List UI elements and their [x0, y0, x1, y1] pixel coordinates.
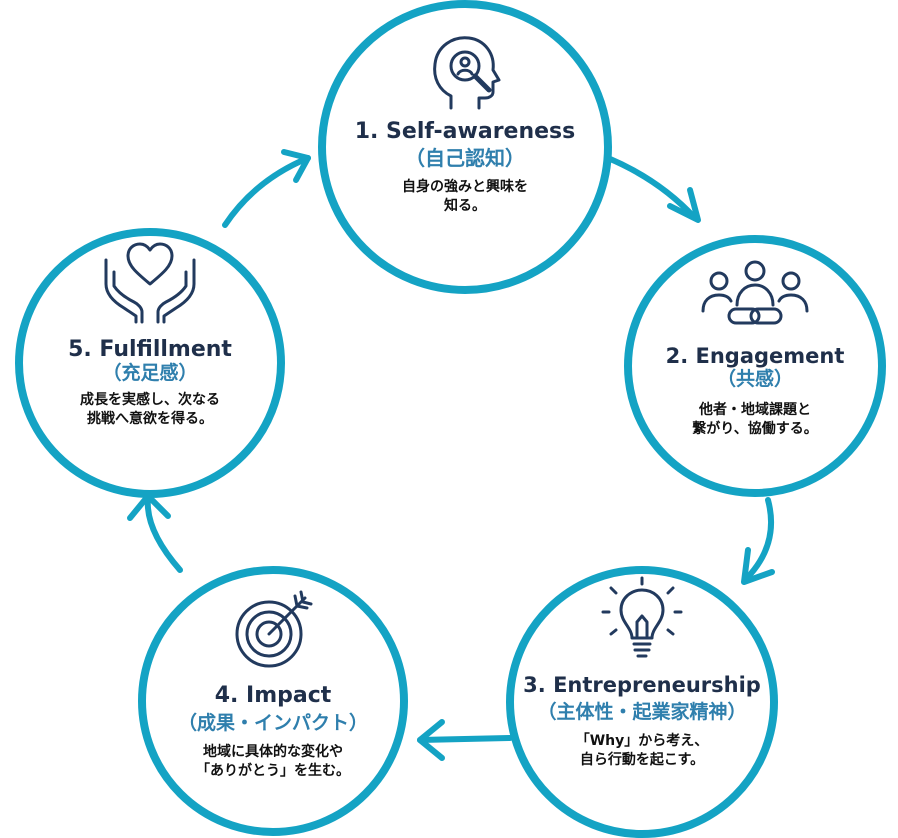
lightbulb-icon: [601, 576, 683, 658]
arrow-3-to-4: [417, 735, 513, 743]
people-link-icon: [701, 260, 809, 325]
arrow-5-to-1: [222, 155, 311, 228]
cycle-step-engagement: 2. Engagement （共感） 他者・地域課題と 繋がり、協働する。: [624, 235, 886, 497]
step-title: 5. Fulfillment: [68, 337, 232, 362]
step-subtitle: （充足感）: [102, 362, 198, 385]
step-description: 地域に具体的な変化や 「ありがとう」を生む。: [196, 743, 350, 779]
arrowhead-2-to-3: [741, 547, 775, 585]
step-subtitle: （共感）: [716, 368, 793, 391]
step-title: 3. Entrepreneurship: [523, 673, 761, 697]
cycle-step-entrepreneurship: 3. Entrepreneurship （主体性・起業家精神） 「Why」から考…: [506, 566, 778, 838]
step-title: 4. Impact: [214, 683, 332, 708]
arrow-1-to-2: [605, 155, 698, 221]
head-magnifier-icon: [433, 36, 501, 110]
step-description: 「Why」から考え、 自ら行動を起こす。: [575, 732, 709, 768]
step-description: 成長を実感し、次なる 挑戦へ意欲を得る。: [80, 391, 220, 427]
arrowhead-5-to-1: [281, 149, 311, 183]
cycle-step-self-awareness: 1. Self-awareness （自己認知） 自身の強みと興味を 知る。: [318, 0, 612, 294]
target-icon: [235, 590, 313, 668]
step-subtitle: （成果・インパクト）: [177, 712, 368, 735]
arrowhead-1-to-2: [667, 187, 701, 223]
cycle-step-impact: 4. Impact （成果・インパクト） 地域に具体的な変化や 「ありがとう」を…: [138, 566, 408, 836]
step-description: 自身の強みと興味を 知る。: [402, 179, 528, 215]
heart-hands-icon: [104, 242, 196, 324]
step-subtitle: （主体性・起業家精神）: [537, 701, 747, 724]
arrow-2-to-3: [742, 497, 774, 583]
cycle-step-fulfillment: 5. Fulfillment （充足感） 成長を実感し、次なる 挑戦へ意欲を得る…: [15, 228, 285, 498]
step-title: 2. Engagement: [665, 344, 845, 368]
arrow-4-to-5: [144, 495, 183, 573]
step-title: 1. Self-awareness: [354, 119, 576, 144]
step-description: 他者・地域課題と 繋がり、協働する。: [692, 401, 818, 437]
arrowhead-3-to-4: [417, 719, 445, 761]
step-subtitle: （自己認知）: [405, 146, 525, 171]
